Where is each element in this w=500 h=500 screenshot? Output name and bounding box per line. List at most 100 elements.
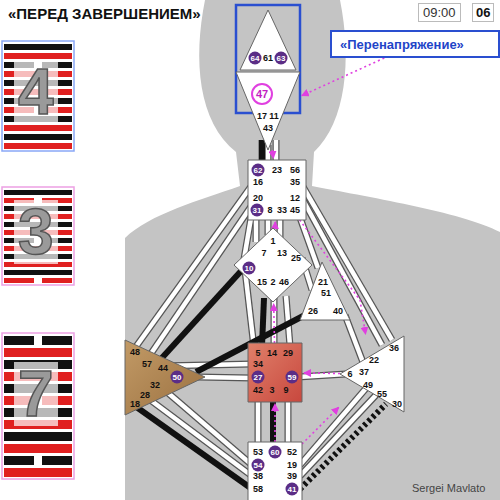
gate-number: 61: [263, 54, 273, 63]
gate-number: 15: [257, 278, 267, 287]
gate-number: 30: [392, 400, 402, 409]
center-fill: [240, 10, 296, 70]
center-shape: 21512640: [300, 262, 350, 322]
flow-arrow: [302, 407, 339, 444]
gate-number: 46: [279, 278, 289, 287]
gate-number: 43: [263, 124, 273, 133]
defined-channels: [135, 140, 305, 489]
flow-arrow: [272, 150, 273, 158]
flow-arrow: [302, 58, 385, 96]
gate-circle: 41: [286, 483, 299, 496]
gate-number: 16: [253, 178, 263, 187]
gate-number: 35: [290, 178, 300, 187]
design-bar: [4, 278, 34, 283]
gate-number: 6: [347, 370, 352, 379]
gate-number: 45: [290, 206, 300, 215]
flow-arrow: [304, 372, 340, 374]
gate-number: 49: [363, 381, 373, 390]
gate-number: 38: [253, 472, 263, 481]
design-bar: [4, 53, 72, 59]
bar-halo: [2, 187, 74, 285]
gate-number: 11: [269, 112, 279, 121]
bar-halo: [2, 41, 74, 151]
gate-number: 18: [130, 400, 140, 409]
time-label: 09:00: [418, 3, 461, 22]
design-bar: [4, 348, 72, 357]
gate-number: 12: [290, 194, 300, 203]
channel-outline: [135, 140, 392, 476]
center-shape: 646163: [240, 10, 296, 70]
gate-number: 34: [253, 360, 263, 369]
flow-arrow: [274, 222, 276, 228]
gate-number: 1: [270, 237, 275, 246]
gate-number: 22: [369, 356, 379, 365]
center-fill: [234, 228, 312, 302]
gate-circle: 50: [171, 371, 184, 384]
gate-number: 2: [270, 278, 275, 287]
design-bar: [4, 444, 72, 453]
gate-number: 44: [158, 364, 168, 373]
gate-number: 14: [267, 349, 277, 358]
gate-number: 56: [290, 166, 300, 175]
bar-halo: [2, 333, 74, 479]
personality-bar: [4, 44, 72, 50]
callout-text: «Перенапряжение»: [332, 37, 472, 52]
center-fill: [248, 442, 302, 500]
gate-number: 25: [291, 254, 301, 263]
center-fill: [248, 160, 306, 220]
callout-box: «Перенапряжение»: [330, 30, 500, 58]
gate-number: 37: [359, 368, 369, 377]
gate-number: 33: [277, 206, 287, 215]
personality-bar: [4, 134, 72, 140]
gate-number: 53: [253, 448, 263, 457]
gate-number: 9: [283, 386, 288, 395]
center-shape: 48574450322818: [125, 340, 205, 415]
gate-circle: 54: [252, 459, 265, 472]
center-shape: 514293427594239: [248, 343, 302, 402]
gate-number: 17: [257, 112, 267, 121]
gate-number: 57: [142, 360, 152, 369]
center-shape: 36 22 6 37 49 55 30: [340, 336, 404, 412]
center-outline: [236, 72, 300, 150]
gate-circle: 64: [249, 52, 262, 65]
center-fill: [340, 336, 404, 412]
gate-circle: 47: [251, 83, 273, 105]
gate-number: 26: [308, 307, 318, 316]
body-silhouette: [125, 0, 500, 500]
design-bar: [4, 468, 72, 477]
gate-number: 39: [287, 472, 297, 481]
gate-circle: 10: [243, 262, 256, 275]
gate-circle: 62: [252, 164, 265, 177]
gate-number: 42: [253, 386, 263, 395]
flow-arrow: [273, 304, 275, 343]
center-shape: 536052541938395841: [248, 442, 302, 500]
gate-number: 40: [333, 307, 343, 316]
flow-arrow: [274, 404, 276, 442]
personality-bar: [42, 456, 72, 465]
hexagram-bars: [2, 41, 74, 479]
date-label: 06: [472, 3, 494, 22]
center-shape: 17 13 25 10152 46: [234, 228, 312, 302]
gate-number: 23: [272, 166, 282, 175]
personality-bar: [4, 456, 34, 465]
personality-bar: [4, 336, 34, 345]
gate-number: 21: [318, 278, 328, 287]
center-fill: [300, 262, 350, 320]
channel-fill: [135, 140, 392, 476]
gate-number: 55: [377, 390, 387, 399]
defined-channel: [300, 404, 386, 489]
gate-number: 19: [287, 461, 297, 470]
gate-circle: 63: [275, 52, 288, 65]
gate-number: 3: [269, 386, 274, 395]
gate-number: 58: [253, 485, 263, 494]
highlight-frame: [236, 5, 300, 113]
personality-bar: [42, 336, 72, 345]
gate-number: 7: [261, 249, 266, 258]
gate-circle: 60: [269, 446, 282, 459]
gate-number: 36: [389, 344, 399, 353]
gate-number: 5: [255, 349, 260, 358]
gate-number: 13: [277, 249, 287, 258]
line-number: 4: [14, 60, 58, 124]
gate-number: 28: [140, 391, 150, 400]
